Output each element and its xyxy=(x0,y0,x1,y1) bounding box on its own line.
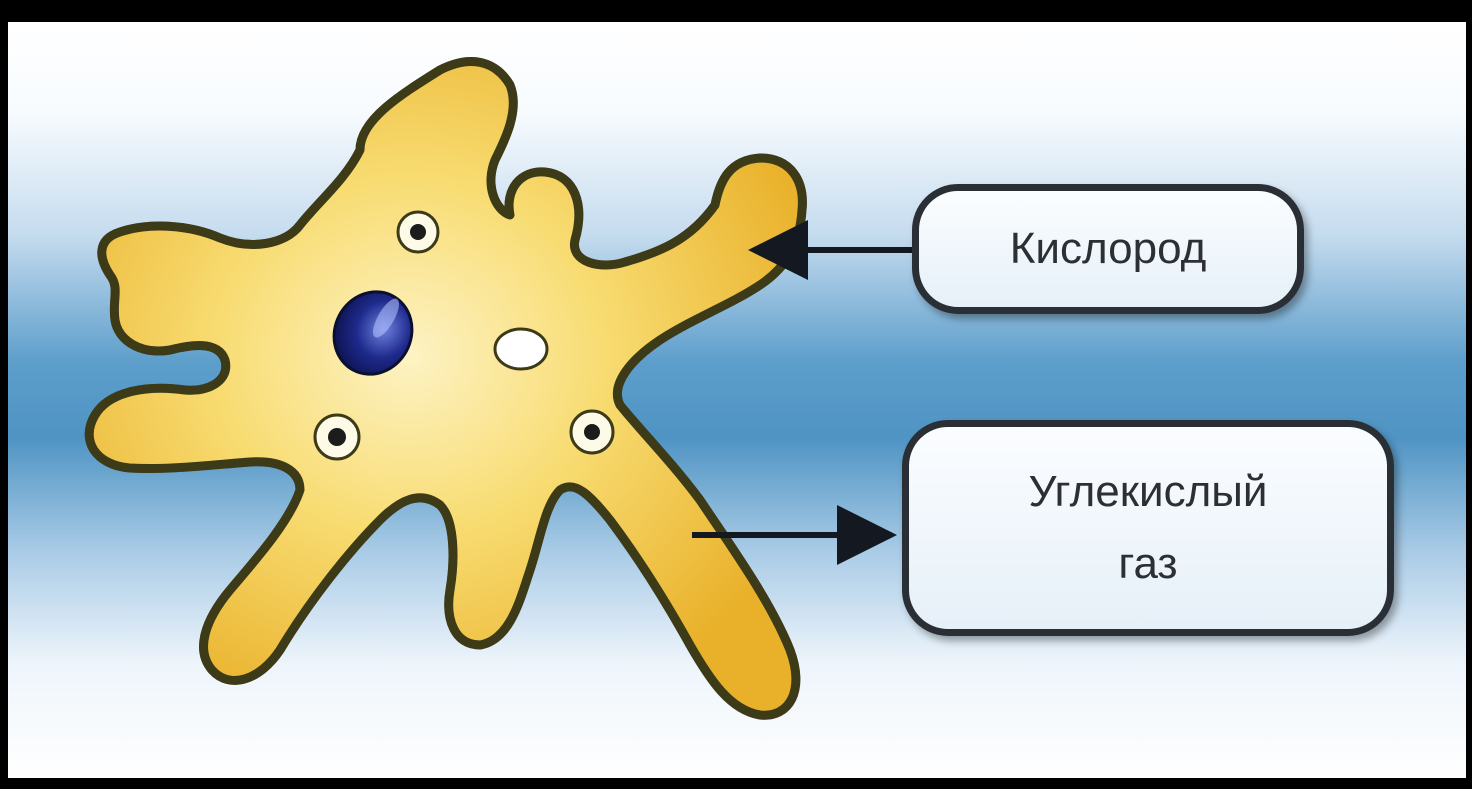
carbon-dioxide-label: Углекислый газ xyxy=(998,456,1298,600)
oxygen-label-box: Кислород xyxy=(912,184,1304,314)
food-vacuole-shape xyxy=(398,212,438,252)
food-vacuole-shape xyxy=(571,411,613,453)
food-vacuole-shape xyxy=(315,415,359,459)
oxygen-label: Кислород xyxy=(1010,213,1207,285)
vacuole-shape xyxy=(495,329,547,369)
carbon-dioxide-label-box: Углекислый газ xyxy=(902,420,1394,636)
